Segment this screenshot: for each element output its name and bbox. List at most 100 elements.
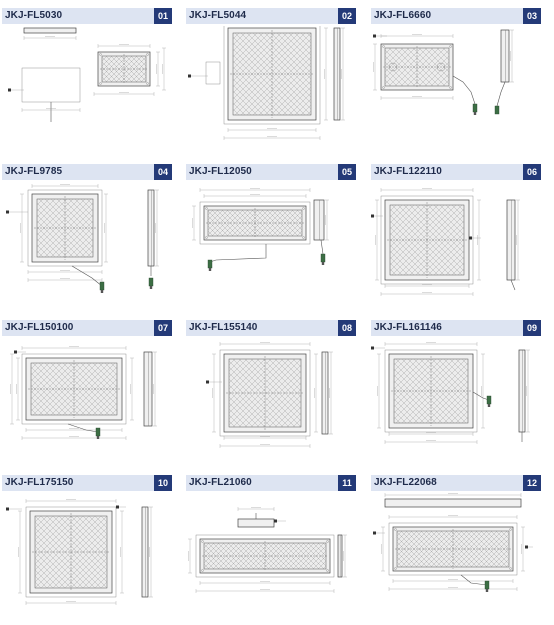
product-index-badge: 04 <box>154 164 172 180</box>
mount-hole <box>382 45 385 48</box>
mount-hole <box>146 82 149 85</box>
dimension-line <box>510 29 514 83</box>
power-cable <box>460 574 488 586</box>
dimension-line <box>203 194 307 198</box>
mount-hole <box>382 86 385 89</box>
product-model-name: JKJ-FL21060 <box>189 477 252 488</box>
callout-leader <box>525 545 533 549</box>
cable-connector <box>99 281 105 291</box>
dimension-line <box>31 184 99 188</box>
technical-drawing <box>371 188 520 296</box>
dimension-line <box>21 436 127 440</box>
mount-hole <box>146 53 149 56</box>
callout-leader <box>371 346 385 350</box>
callout-leader <box>14 350 26 354</box>
product-index-badge: 08 <box>338 320 356 336</box>
product-model-name: JKJ-FL12050 <box>189 166 252 177</box>
product-model-name: JKJ-FL22068 <box>374 477 437 488</box>
dimension-line <box>192 205 196 241</box>
technical-drawing <box>373 493 533 592</box>
dimension-line <box>325 199 329 241</box>
dimension-line <box>25 499 117 503</box>
power-cable <box>472 391 490 401</box>
cable-connector <box>148 277 154 287</box>
technical-drawing <box>188 507 347 593</box>
mount-hole <box>302 207 305 210</box>
mount-bracket <box>21 67 81 103</box>
dimension-line <box>25 601 117 605</box>
mount-hole <box>99 82 102 85</box>
dimension-line <box>223 436 307 440</box>
power-cable <box>71 265 103 287</box>
cable-clamp <box>205 61 221 85</box>
connector-pins <box>208 268 212 271</box>
dimension-line <box>97 44 151 48</box>
product-model-name: JKJ-FL122110 <box>374 166 442 177</box>
dimension-line <box>375 199 379 281</box>
connector-pins <box>321 262 325 265</box>
mount-hole <box>449 45 452 48</box>
housing-outline <box>21 353 127 425</box>
top-view <box>384 498 522 508</box>
technical-drawing <box>6 184 159 293</box>
housing-outline <box>219 349 311 437</box>
dimension-line <box>380 96 454 100</box>
top-view <box>23 27 77 34</box>
housing-outline <box>199 201 311 245</box>
callout-leader <box>206 380 222 384</box>
cable-connector <box>95 427 101 437</box>
housing-outline <box>388 522 518 576</box>
mount-hole <box>394 567 397 570</box>
product-model-name: JKJ-FL9785 <box>5 166 63 177</box>
callout-leader <box>274 519 286 523</box>
mount-hole <box>436 62 446 72</box>
dimension-line <box>18 510 22 594</box>
dimension-line <box>149 506 153 598</box>
dimension-line <box>16 357 20 421</box>
technical-drawing <box>371 342 530 444</box>
dimension-line <box>199 581 331 585</box>
dimension-line <box>384 493 522 497</box>
dimension-line <box>195 589 335 593</box>
mount-hole <box>449 86 452 89</box>
callout-leader <box>116 505 126 509</box>
technical-drawing <box>10 346 157 440</box>
connector-pins <box>485 589 489 592</box>
product-index-badge: 05 <box>338 164 356 180</box>
dimension-line <box>380 188 474 192</box>
housing-outline <box>25 506 117 598</box>
side-view <box>518 349 530 433</box>
mount-hole <box>509 567 512 570</box>
housing-outline <box>223 26 321 125</box>
callout-leader <box>371 214 383 218</box>
side-view <box>313 199 329 241</box>
top-view <box>237 518 275 528</box>
product-cell: JKJ-FL9785 04 <box>2 164 172 314</box>
dimension-line <box>219 444 311 448</box>
side-view <box>321 351 333 435</box>
cable-connector <box>486 395 492 405</box>
dimension-line <box>199 188 311 192</box>
side-view <box>147 189 159 267</box>
technical-drawing <box>373 29 514 115</box>
dimension-line <box>388 515 518 519</box>
mount-hole <box>302 236 305 239</box>
power-cable <box>67 423 99 433</box>
dimension-line <box>380 292 474 296</box>
product-index-badge: 10 <box>154 475 172 491</box>
dimension-line <box>23 36 77 40</box>
callout-leader <box>6 507 22 511</box>
dimension-line <box>381 526 385 572</box>
